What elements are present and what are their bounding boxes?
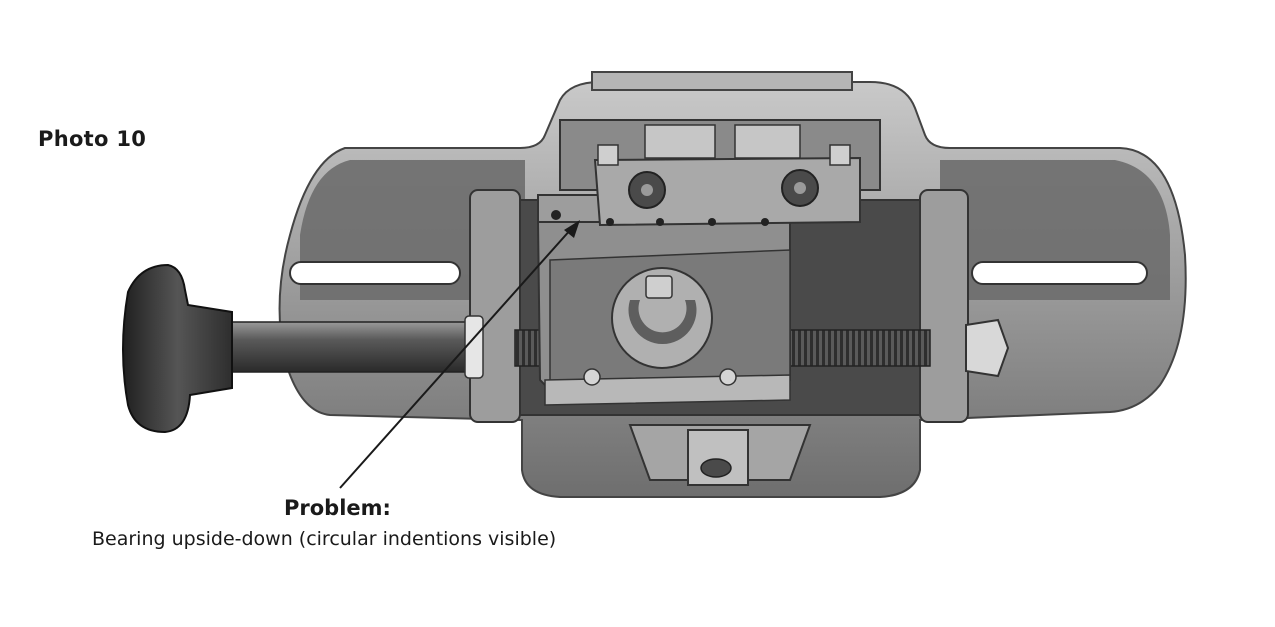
circular-indentions	[606, 218, 769, 226]
bearing-block	[536, 194, 801, 406]
clamp-knob	[122, 263, 233, 434]
problem-title: Problem:	[284, 496, 391, 520]
problem-description: Bearing upside-down (circular indentions…	[92, 528, 557, 550]
photo-label: Photo 10	[38, 127, 147, 151]
bearing-plate	[593, 144, 861, 227]
callout-leader	[339, 220, 580, 489]
